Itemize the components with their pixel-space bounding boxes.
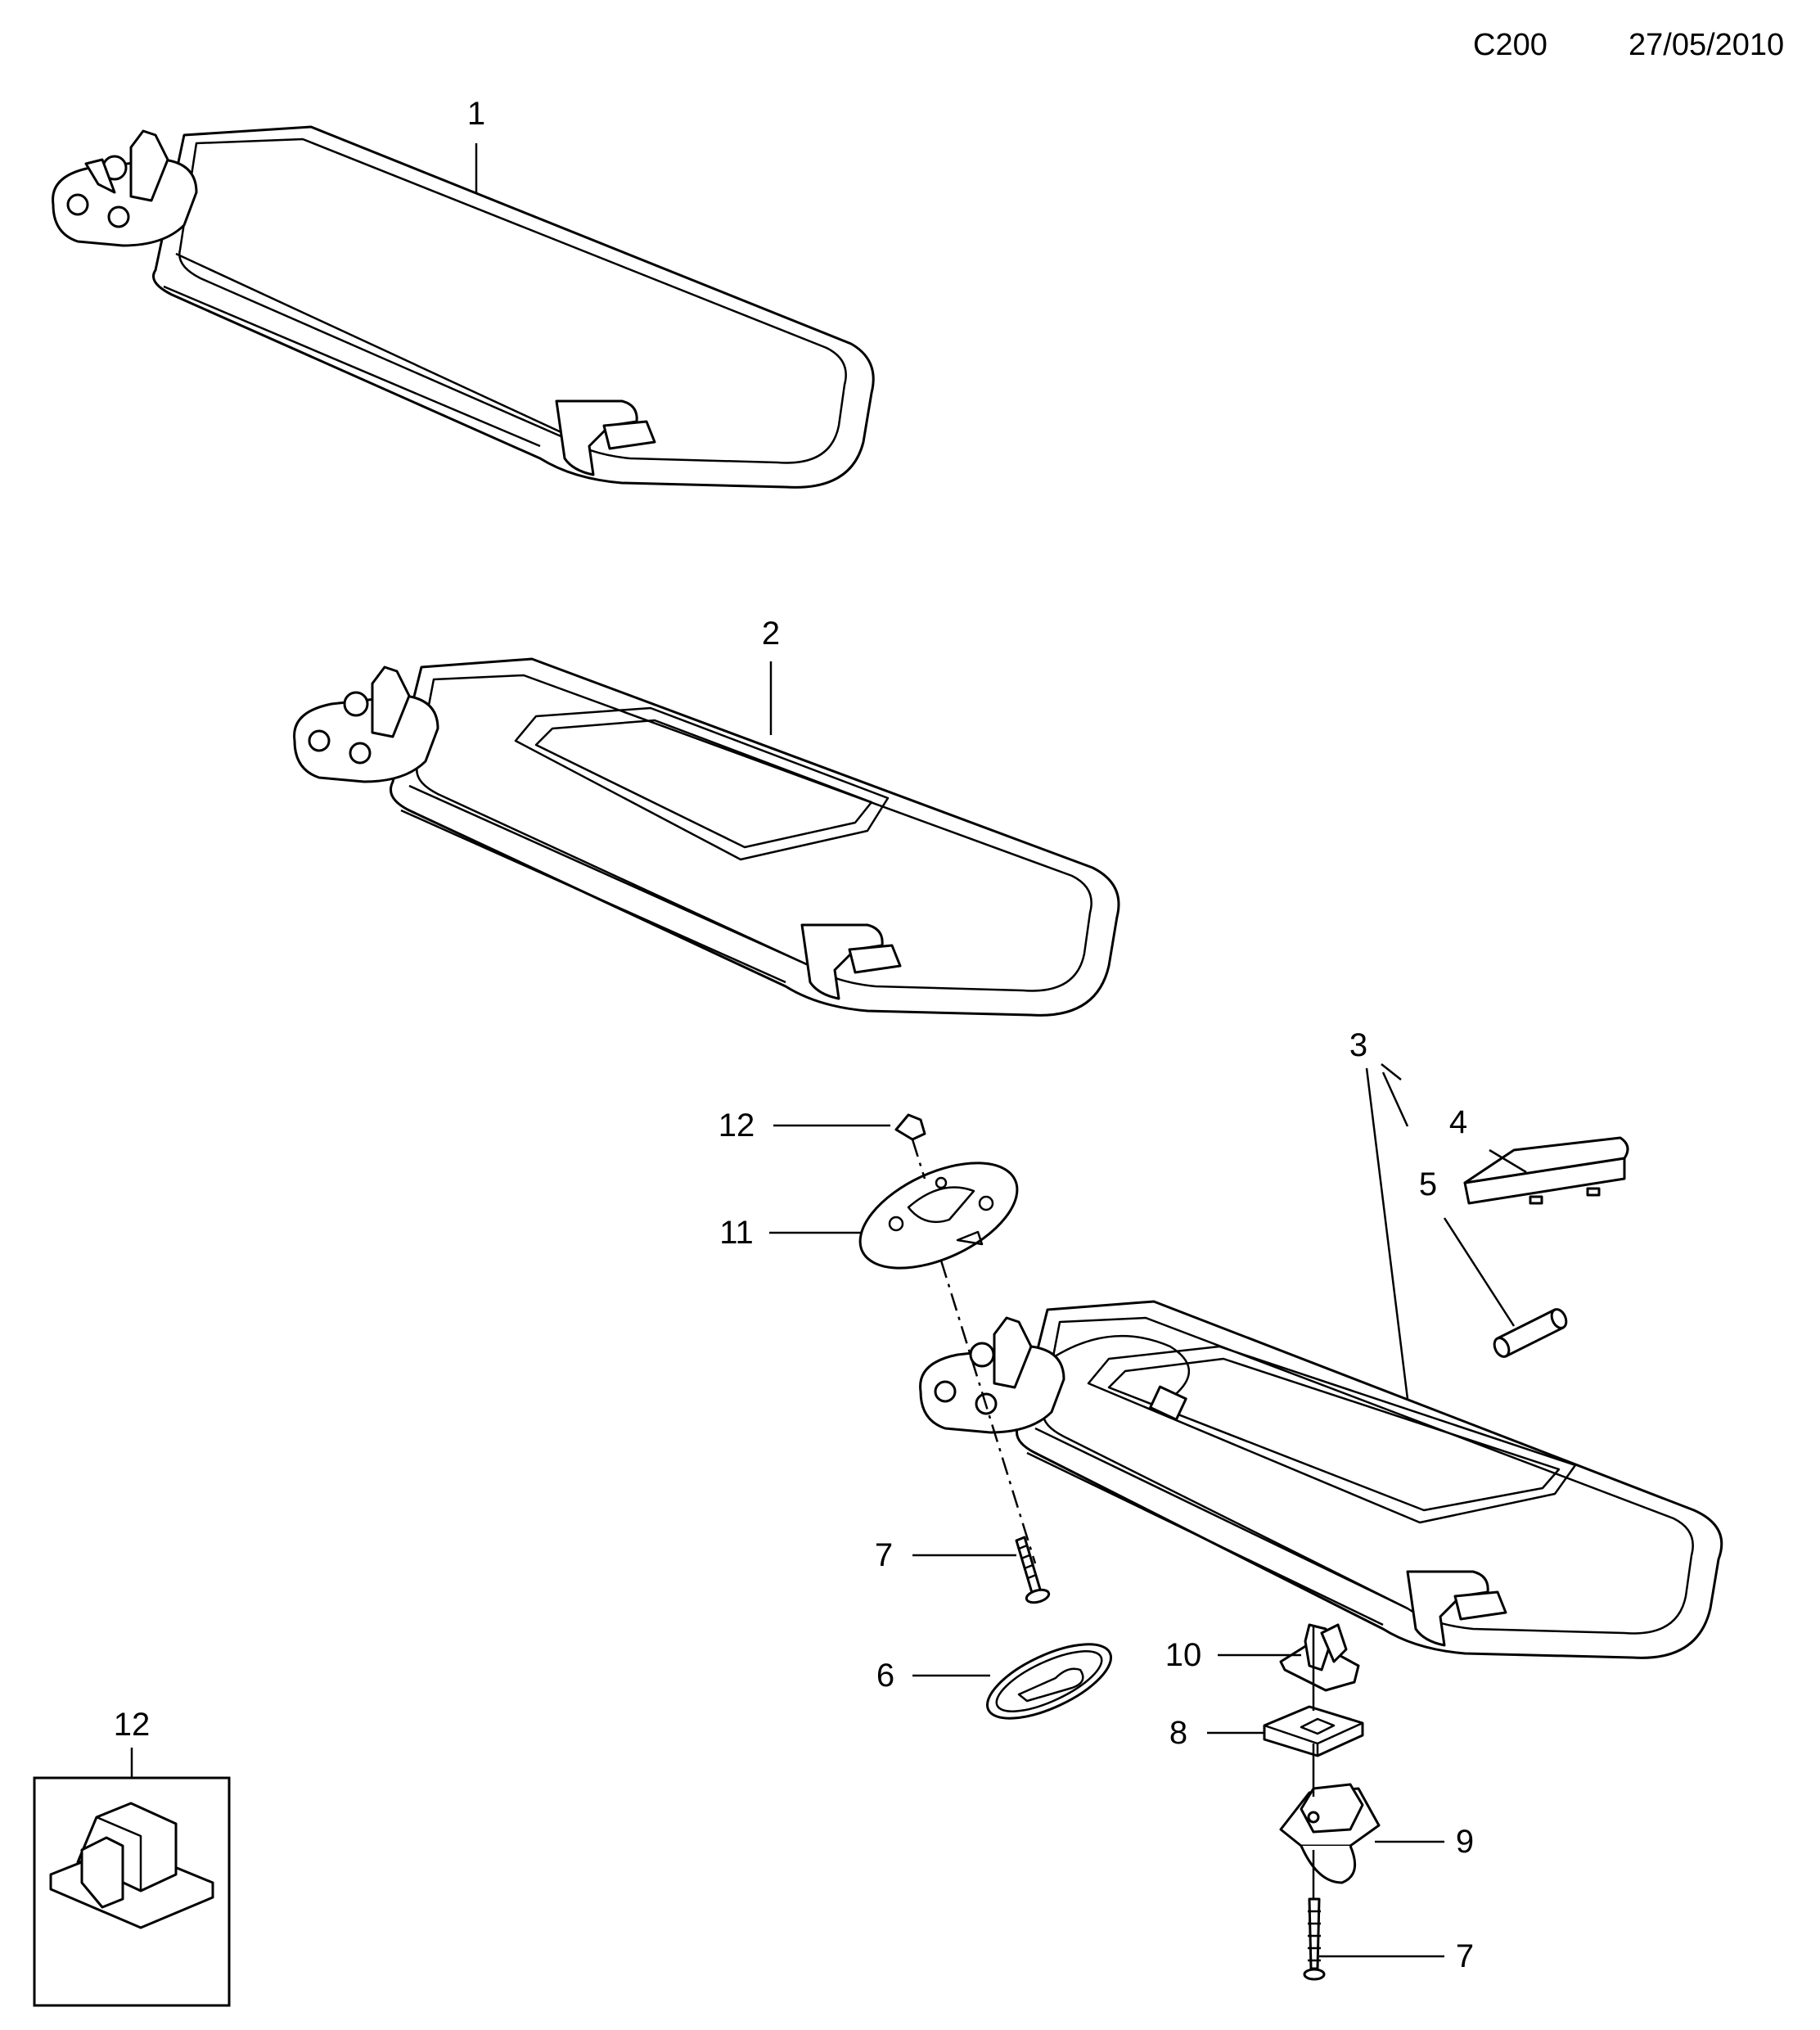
callout-1: 1 [467, 96, 485, 132]
inset-detail-12 [33, 1748, 231, 2007]
callout-12: 12 [719, 1107, 755, 1144]
visor-1-hinge [52, 129, 198, 247]
callout-11: 11 [719, 1215, 754, 1251]
callout-12-inset: 12 [114, 1707, 151, 1743]
callout-5: 5 [1419, 1166, 1437, 1202]
bulb-5 [1493, 1308, 1568, 1358]
screw-7-lower [1303, 1897, 1326, 1981]
sun-visor-1 [52, 125, 875, 489]
drawing-date: 27/05/2010 [1629, 28, 1785, 62]
sun-visor-3 [919, 1300, 1723, 1659]
callout-10: 10 [1165, 1637, 1202, 1673]
pad-8 [1263, 1705, 1364, 1757]
screw-7-upper [1015, 1536, 1051, 1604]
visor-2-hinge [293, 665, 439, 783]
callout-4: 4 [1449, 1104, 1467, 1140]
mounting-plate-11 [858, 1162, 1019, 1270]
retainer-clip-10 [1279, 1623, 1360, 1692]
sun-visor-2 [293, 657, 1120, 1017]
callout-8: 8 [1169, 1715, 1187, 1751]
retainer-9 [1279, 1783, 1381, 1884]
callout-3: 3 [1349, 1027, 1367, 1063]
visor-3-mirror [1087, 1345, 1577, 1524]
callout-7-upper: 7 [875, 1537, 893, 1573]
callout-6: 6 [876, 1658, 894, 1694]
cover-plate-6 [985, 1643, 1113, 1720]
callout-9: 9 [1456, 1824, 1474, 1860]
lamp-lens-4 [1463, 1136, 1629, 1205]
callout-2: 2 [762, 616, 780, 652]
drawing-code: C200 [1473, 28, 1547, 62]
visor-3-hinge [919, 1316, 1065, 1434]
callout-7-lower: 7 [1456, 1938, 1474, 1974]
clip-12 [894, 1113, 926, 1141]
visor-2-mirror [514, 706, 890, 861]
